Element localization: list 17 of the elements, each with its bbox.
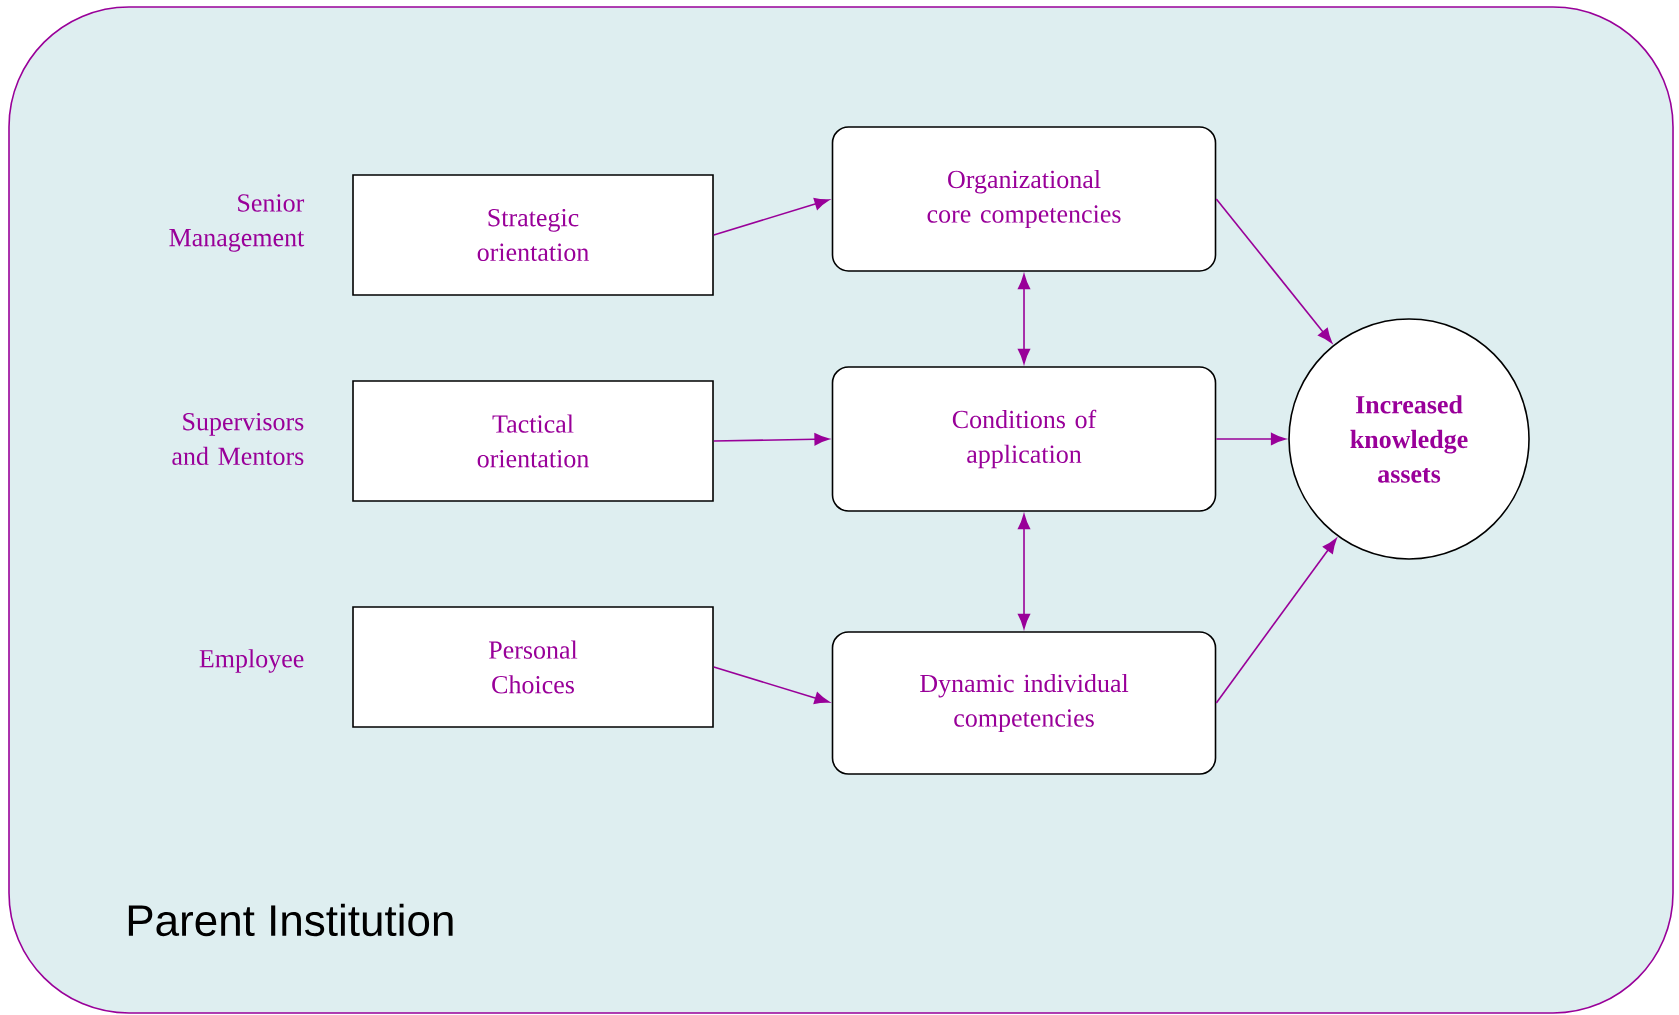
rounded-box: Conditions of application bbox=[831, 366, 1217, 512]
process-box: Tactical orientation bbox=[352, 380, 714, 502]
arrow bbox=[1017, 514, 1031, 629]
process-box: Strategic orientation bbox=[352, 174, 714, 296]
arrow bbox=[1215, 432, 1286, 446]
arrow bbox=[713, 666, 830, 704]
rounded-box: Dynamic individual competencies bbox=[831, 631, 1217, 775]
process-box: Personal Choices bbox=[352, 606, 714, 728]
arrow bbox=[713, 198, 830, 236]
arrow bbox=[1017, 274, 1031, 364]
role-label: Employee bbox=[199, 649, 304, 673]
role-label: Supervisors and Mentors bbox=[172, 412, 304, 466]
role-label: Senior Management bbox=[169, 194, 305, 252]
arrow bbox=[1215, 198, 1333, 344]
rounded-box: Organizational core competencies bbox=[831, 126, 1217, 272]
arrow bbox=[713, 433, 830, 446]
arrow bbox=[1215, 538, 1337, 704]
